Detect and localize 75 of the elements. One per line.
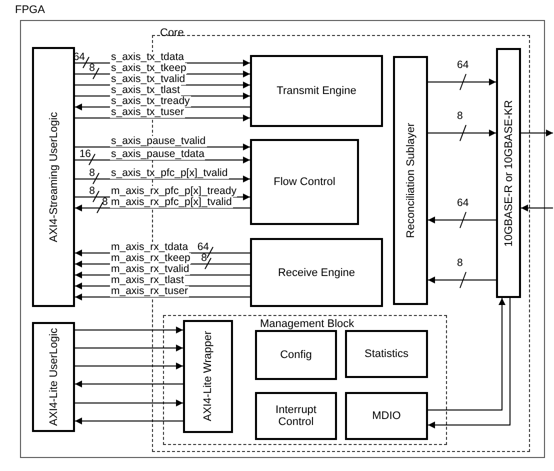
block-label: 10GBASE-R or 10GBASE-KR (502, 100, 514, 246)
edge-label: s_axis_tx_tready (110, 96, 191, 107)
block-label: Reconciliation Sublayer (404, 123, 416, 238)
edge-label: s_axis_tx_tvalid (110, 74, 186, 85)
bus-width-label: 8 (89, 186, 95, 197)
block-box (496, 48, 521, 298)
bus-width-label: 8 (89, 63, 95, 74)
block-label: Config (280, 349, 312, 361)
edge-label: 8 (456, 111, 464, 122)
bus-width-label: 16 (79, 149, 91, 160)
block-box (345, 392, 428, 440)
edge-label: s_axis_tx_tuser (110, 107, 185, 118)
arrow (74, 400, 184, 406)
edge-label: 64 (456, 198, 470, 209)
block-box (255, 330, 337, 380)
edge-label: m_axis_rx_tdata (110, 242, 190, 253)
edge-label: m_axis_rx_pfc_p[x]_tvalid (110, 197, 233, 208)
edge-label: s_axis_tx_tlast (110, 85, 181, 96)
arrow (74, 294, 250, 300)
edge-label: s_axis_pause_tdata (110, 149, 206, 160)
edge-label: m_axis_rx_tlast (110, 275, 185, 286)
arrow (74, 176, 250, 182)
arrow (428, 78, 496, 86)
arrow (74, 156, 250, 164)
arrow (74, 114, 250, 122)
block-box (32, 322, 75, 432)
edge-label: m_axis_rx_tvalid (110, 264, 190, 275)
arrow (428, 130, 496, 136)
region-title: Management Block (260, 318, 354, 330)
bus-width-label: 8 (201, 253, 207, 264)
block-label: Flow Control (274, 176, 336, 188)
arrow (74, 344, 184, 352)
bus-width-label: 8 (89, 168, 95, 179)
edge-label: 64 (456, 60, 470, 71)
arrow (428, 298, 506, 410)
edge-label: m_axis_rx_tuser (110, 286, 190, 297)
block-label: MDIO (372, 410, 401, 422)
arrow (74, 144, 250, 150)
block-label: Statistics (364, 348, 408, 360)
arrow (520, 130, 554, 136)
block-box (255, 392, 337, 440)
block-label: AXI4-Streaming UserLogic (48, 112, 60, 242)
arrow (74, 326, 184, 334)
bus-width-label: 8 (102, 197, 108, 208)
block-box (250, 238, 383, 307)
block-label: AXI4-Lite UserLogic (48, 328, 60, 426)
arrow (520, 204, 554, 212)
edge-label: s_axis_tx_tkeep (110, 63, 188, 74)
block-box (250, 139, 359, 225)
edge-label: 8 (456, 258, 464, 269)
block-label: Interrupt Control (274, 404, 318, 428)
arrow (428, 298, 510, 428)
block-label: Transmit Engine (276, 85, 356, 97)
edge-label: s_axis_tx_tdata (110, 52, 185, 63)
block-box (345, 330, 428, 378)
arrow (428, 216, 496, 224)
region-title: Core (160, 27, 184, 39)
arrow (428, 276, 496, 284)
arrow (74, 362, 184, 370)
block-box (393, 56, 428, 305)
block-box (183, 320, 233, 433)
edge-label: s_axis_tx_pfc_p[x]_tvalid (110, 168, 229, 179)
arrow (74, 380, 184, 388)
block-label: Receive Engine (278, 266, 356, 278)
edge-label: m_axis_rx_tkeep (110, 253, 192, 264)
arrow (74, 418, 184, 424)
region-title: FPGA (15, 4, 45, 16)
block-box (250, 55, 383, 127)
block-box (32, 47, 75, 307)
edge-label: m_axis_rx_pfc_p[x]_tready (110, 186, 238, 197)
block-label: AXI4-Lite Wrapper (202, 331, 214, 422)
bus-width-label: 64 (197, 242, 209, 253)
arrow (74, 204, 250, 212)
dashed-region (163, 315, 447, 445)
edge-label: s_axis_pause_tvalid (110, 136, 207, 147)
